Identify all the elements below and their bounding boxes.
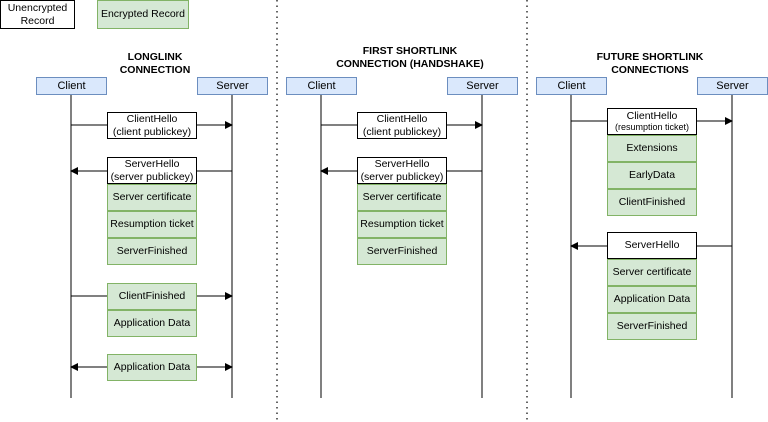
encrypted-record: Extensions: [607, 135, 697, 162]
server-hello-label: ServerHello: [124, 158, 180, 171]
client-hello-sub: (client publickey): [112, 125, 192, 138]
encrypted-record: Server certificate: [107, 184, 197, 211]
column-title-line2: CONNECTION: [119, 63, 191, 76]
column-title-line2: CONNECTIONS: [611, 63, 689, 76]
encrypted-record: Server certificate: [357, 184, 447, 211]
legend-encrypted: Encrypted Record: [97, 0, 189, 29]
client-hello-record: ClientHello (resumption ticket): [607, 108, 697, 135]
client-endpoint: Client: [536, 77, 607, 95]
client-hello-label: ClientHello: [126, 113, 178, 126]
encrypted-record: Application Data: [107, 310, 197, 337]
encrypted-record: Application Data: [607, 286, 697, 313]
column-title-line1: FUTURE SHORTLINK: [596, 51, 704, 63]
encrypted-record: ServerFinished: [607, 313, 697, 340]
legend-unencrypted-line2: Record: [20, 14, 55, 27]
encrypted-record: ServerFinished: [107, 238, 197, 265]
client-hello-record: ClientHello (client publickey): [107, 112, 197, 139]
server-hello-record: ServerHello: [607, 232, 697, 259]
client-hello-sub: (resumption ticket): [614, 122, 690, 133]
column-title: LONGLINK CONNECTION: [95, 51, 215, 76]
server-hello-sub: (server publickey): [110, 170, 194, 183]
encrypted-record: Server certificate: [607, 259, 697, 286]
encrypted-record: Resumption ticket: [357, 211, 447, 238]
column-title-line2: CONNECTION (HANDSHAKE): [336, 57, 484, 70]
server-endpoint: Server: [447, 77, 518, 95]
encrypted-record: ClientFinished: [107, 283, 197, 310]
client-endpoint: Client: [36, 77, 107, 95]
legend-unencrypted: Unencrypted Record: [0, 0, 75, 29]
column-title: FIRST SHORTLINK CONNECTION (HANDSHAKE): [325, 45, 495, 70]
server-hello-sub: (server publickey): [360, 170, 444, 183]
encrypted-record: ClientFinished: [607, 189, 697, 216]
column-title-line1: LONGLINK: [127, 51, 183, 63]
server-hello-label: ServerHello: [374, 158, 430, 171]
encrypted-record: EarlyData: [607, 162, 697, 189]
client-hello-label: ClientHello: [376, 113, 428, 126]
server-hello-record: ServerHello (server publickey): [357, 157, 447, 184]
column-title: FUTURE SHORTLINK CONNECTIONS: [575, 51, 725, 76]
encrypted-record: Resumption ticket: [107, 211, 197, 238]
legend-unencrypted-line1: Unencrypted: [7, 2, 68, 15]
client-hello-sub: (client publickey): [362, 125, 442, 138]
encrypted-record: ServerFinished: [357, 238, 447, 265]
client-hello-label: ClientHello: [626, 110, 678, 123]
server-hello-record: ServerHello (server publickey): [107, 157, 197, 184]
client-hello-record: ClientHello (client publickey): [357, 112, 447, 139]
column-title-line1: FIRST SHORTLINK: [362, 45, 458, 57]
encrypted-record: Application Data: [107, 354, 197, 381]
client-endpoint: Client: [286, 77, 357, 95]
server-endpoint: Server: [197, 77, 268, 95]
server-endpoint: Server: [697, 77, 768, 95]
